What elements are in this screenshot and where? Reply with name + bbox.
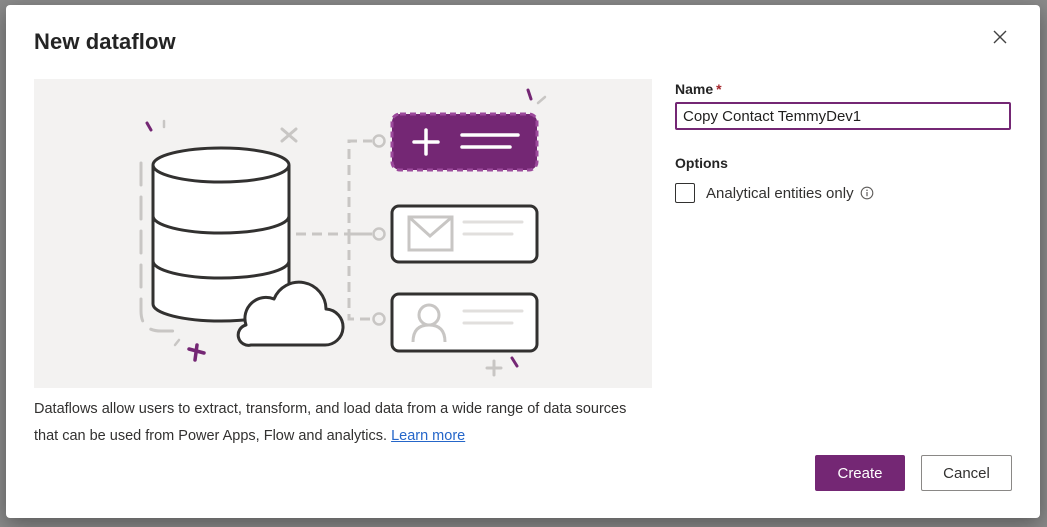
learn-more-link[interactable]: Learn more	[391, 428, 466, 444]
options-label: Options	[675, 155, 728, 171]
analytical-entities-label: Analytical entities only	[706, 184, 854, 202]
create-button[interactable]: Create	[815, 455, 905, 491]
required-marker: *	[716, 81, 722, 97]
name-field-label: Name*	[675, 81, 722, 97]
dialog-description: Dataflows allow users to extract, transf…	[34, 396, 654, 450]
close-icon[interactable]	[988, 25, 1012, 49]
illustration-graphic	[139, 88, 547, 377]
analytical-entities-checkbox[interactable]	[675, 183, 695, 203]
new-dataflow-dialog: New dataflow	[6, 5, 1040, 518]
cancel-button[interactable]: Cancel	[921, 455, 1012, 491]
name-input[interactable]	[675, 102, 1011, 130]
info-icon[interactable]	[860, 186, 874, 200]
analytical-entities-option[interactable]: Analytical entities only	[675, 182, 874, 204]
name-label-text: Name	[675, 81, 714, 97]
dataflow-illustration	[34, 79, 652, 388]
dialog-title: New dataflow	[34, 29, 176, 54]
description-text: Dataflows allow users to extract, transf…	[34, 401, 627, 444]
